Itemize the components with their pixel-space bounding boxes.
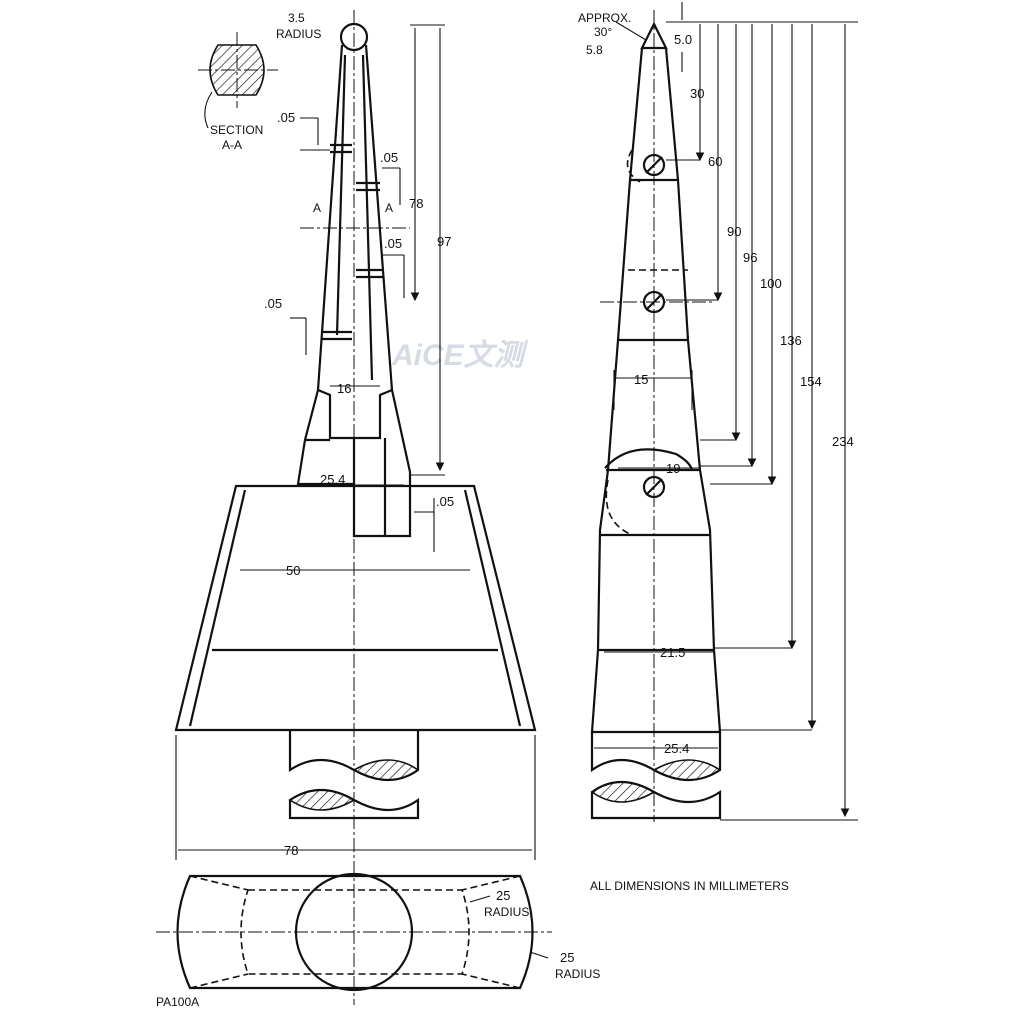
height-78-label: 78 (409, 196, 423, 211)
tip-radius-value: 3.5 (288, 11, 305, 25)
tip-radius-word: RADIUS (276, 27, 321, 41)
height-label-96: 96 (743, 250, 757, 265)
inner-radius-word: RADIUS (484, 905, 529, 919)
units-note: ALL DIMENSIONS IN MILLIMETERS (590, 879, 789, 893)
gap-label-4: .05 (264, 296, 282, 311)
front-view: A A 3.5 RADIUS .05 .05 .05 .05 (174, 10, 537, 1005)
base-width-label: 50 (286, 563, 300, 578)
gap-label-3: .05 (384, 236, 402, 251)
tip-5-0-label: 5.0 (674, 32, 692, 47)
drawing-id: PA100A (156, 995, 199, 1009)
width-25-4-label: 25.4 (664, 741, 689, 756)
height-label-154: 154 (800, 374, 822, 389)
height-label-30: 30 (690, 86, 704, 101)
width-21-5-label: 21.5 (660, 645, 685, 660)
overall-width-label: 78 (284, 843, 298, 858)
gap-label-2: .05 (380, 150, 398, 165)
width-19-label: 19 (666, 461, 680, 476)
width-15-label: 15 (634, 372, 648, 387)
height-label-136: 136 (780, 333, 802, 348)
height-97-label: 97 (437, 234, 451, 249)
approx-angle: 30° (594, 25, 612, 39)
outer-radius-value: 25 (560, 950, 574, 965)
plan-view: 25 RADIUS 25 RADIUS (156, 872, 600, 992)
height-label-90: 90 (727, 224, 741, 239)
gap-label-1: .05 (277, 110, 295, 125)
watermark-text: AiCE文测 (391, 338, 529, 372)
neck-width-label: 16 (337, 381, 351, 396)
cut-mark-left: A (313, 201, 321, 215)
section-a-a: SECTION A-A (198, 32, 278, 152)
cut-mark-right: A (385, 201, 393, 215)
height-label-100: 100 (760, 276, 782, 291)
height-label-234: 234 (832, 434, 854, 449)
gap-label-5: .05 (436, 494, 454, 509)
height-label-60: 60 (708, 154, 722, 169)
shoulder-width-label: 25.4 (320, 472, 345, 487)
outer-radius-word: RADIUS (555, 967, 600, 981)
inner-radius-value: 25 (496, 888, 510, 903)
tip-5-8-label: 5.8 (586, 43, 603, 57)
section-label-sub: A-A (222, 138, 242, 152)
side-view: APPROX. 30° 5.8 5.0 30 60 90 96 100 136 … (578, 2, 858, 822)
approx-word: APPROX. (578, 11, 631, 25)
section-label: SECTION (210, 123, 263, 137)
